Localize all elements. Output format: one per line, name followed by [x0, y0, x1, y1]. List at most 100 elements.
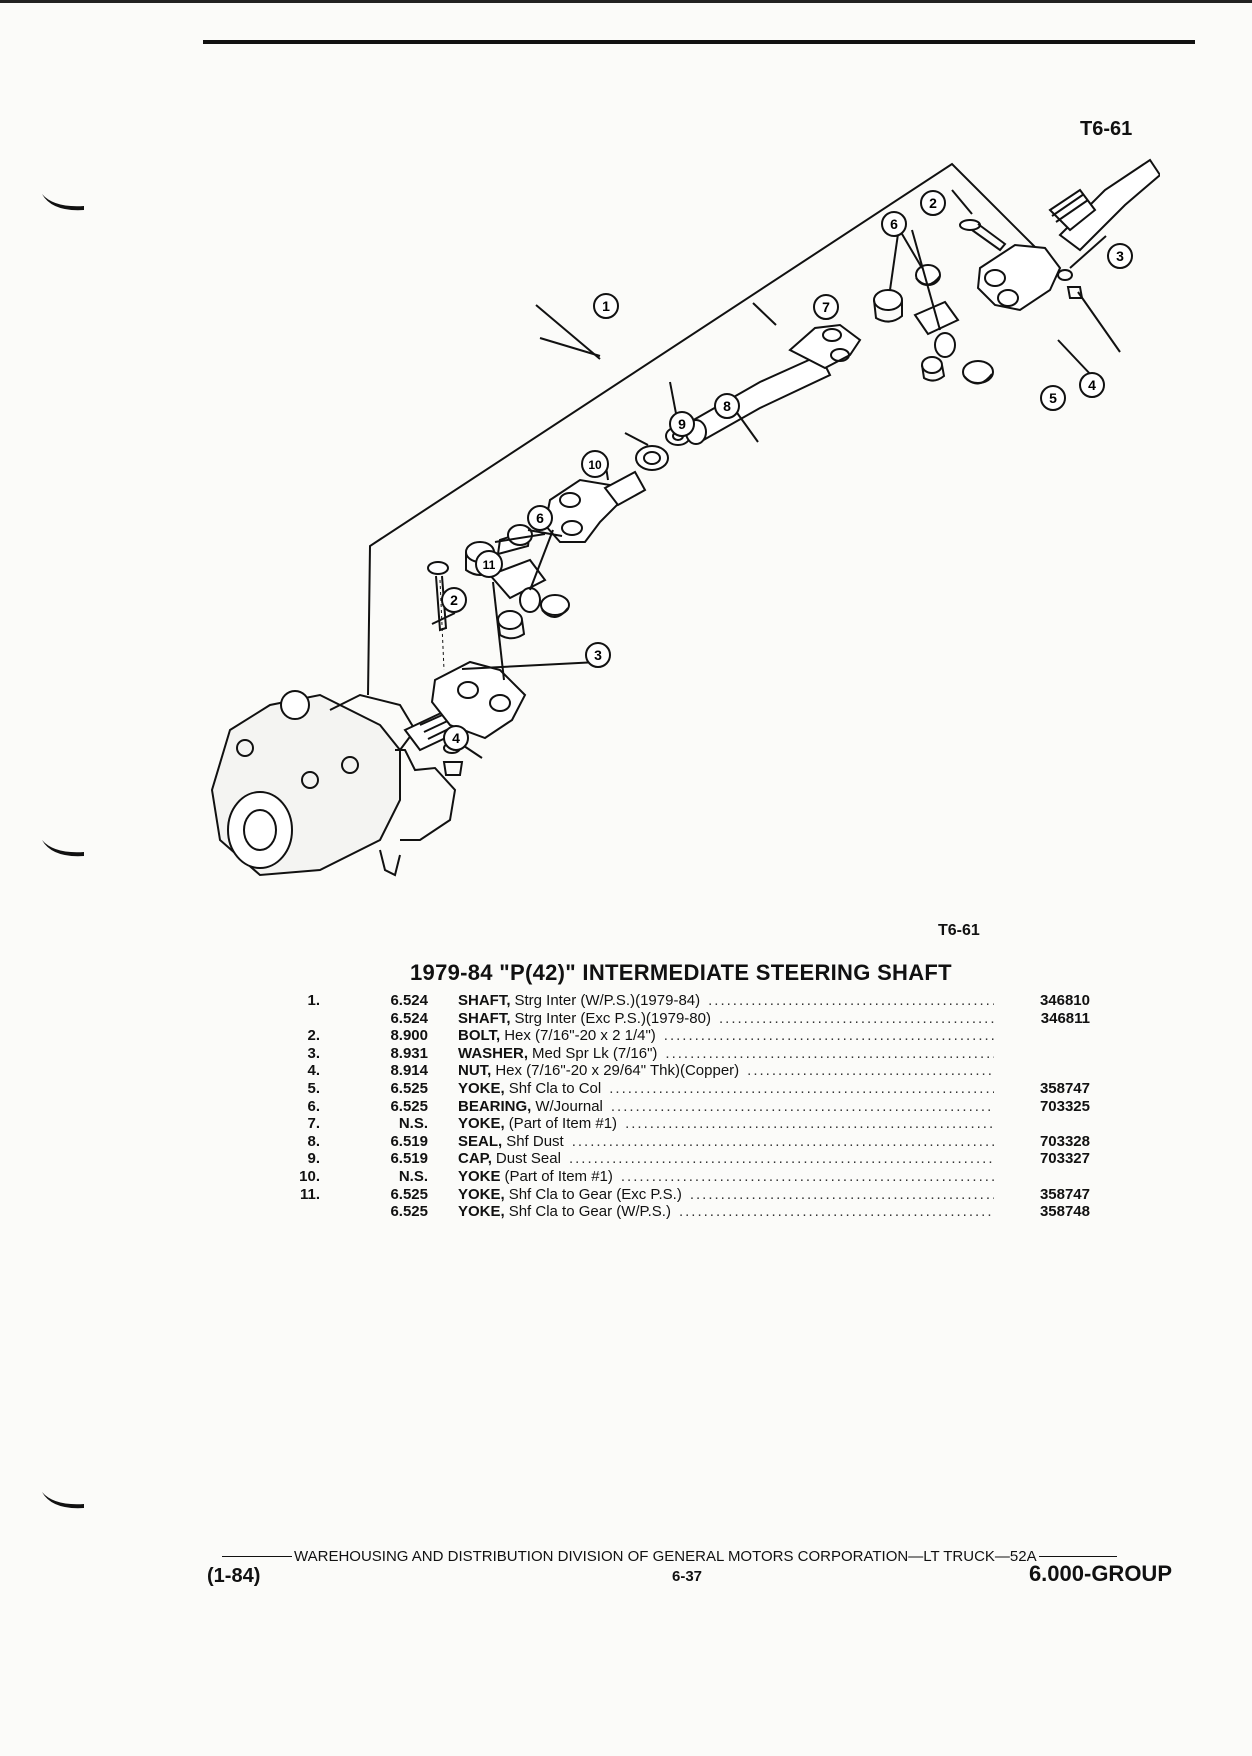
- callouts: 1 2 3 4 5 6 7 8 9 10 11 6 2 3 4: [441, 190, 1133, 751]
- svg-text:7: 7: [822, 299, 830, 315]
- item-number: 9.: [307, 1150, 320, 1168]
- column-shaft-drawing: [1048, 158, 1160, 252]
- dot-leader: [621, 1168, 994, 1186]
- svg-text:4: 4: [452, 730, 460, 746]
- dot-leader: [569, 1150, 994, 1168]
- svg-text:1: 1: [602, 298, 610, 314]
- part-detail: (Part of Item #1): [504, 1167, 613, 1185]
- callout-2-top: 2: [920, 190, 946, 216]
- part-number: 703328: [1039, 1132, 1090, 1150]
- part-name: CAP,: [458, 1150, 492, 1168]
- item-number: 2.: [307, 1027, 320, 1045]
- footer-date: (1-84): [207, 1565, 261, 1587]
- group-number: 6.525: [390, 1097, 428, 1115]
- part-number: 703325: [1039, 1097, 1090, 1115]
- part-name: BEARING,: [458, 1097, 532, 1115]
- svg-text:3: 3: [594, 647, 602, 663]
- part-name: SHAFT,: [458, 1009, 511, 1027]
- parts-row: 4. 8.914 NUT,Hex (7/16"-20 x 29/64" Thk)(C…: [270, 1062, 1090, 1080]
- group-number: 6.525: [390, 1203, 428, 1221]
- svg-text:10: 10: [588, 458, 602, 472]
- footer-division-text: WAREHOUSING AND DISTRIBUTION DIVISION OF…: [294, 1548, 1037, 1565]
- item-number: 3.: [307, 1044, 320, 1062]
- callout-4-bottom: 4: [443, 725, 469, 751]
- part-name: YOKE,: [458, 1185, 505, 1203]
- part-description: BEARING,W/Journal: [458, 1098, 994, 1116]
- middle-yoke-drawing: [543, 470, 647, 543]
- figure-id-bottom: T6-61: [938, 922, 980, 939]
- group-number: 6.524: [390, 992, 428, 1009]
- svg-text:5: 5: [1049, 390, 1057, 406]
- callout-1: 1: [593, 293, 619, 319]
- part-detail: (Part of Item #1): [508, 1115, 618, 1133]
- footer-group: 6.000-GROUP: [1028, 1561, 1172, 1586]
- footer-dash-right: [1038, 1556, 1117, 1557]
- dot-leader: [679, 1203, 994, 1221]
- callout-6-bottom: 6: [527, 505, 553, 531]
- dot-leader: [747, 1062, 994, 1080]
- part-description: YOKE,Shf Cla to Gear (Exc P.S.): [458, 1186, 994, 1204]
- group-number: 8.931: [390, 1044, 428, 1062]
- callout-6-top: 6: [881, 211, 907, 237]
- top-rule: [203, 40, 1195, 44]
- figure-id-top: T6-61: [1080, 118, 1133, 140]
- item-number: 11.: [299, 1185, 320, 1203]
- part-name: BOLT,: [458, 1027, 501, 1045]
- svg-text:11: 11: [483, 558, 496, 572]
- callout-3-top: 3: [1107, 243, 1133, 269]
- footer-page-number: 6-37: [672, 1568, 703, 1585]
- part-detail: Strg Inter (W/P.S.)(1979-84): [514, 992, 701, 1009]
- parts-row: 10.N.S.YOKE(Part of Item #1): [270, 1168, 1090, 1186]
- group-number: 6.519: [390, 1150, 428, 1168]
- part-description: YOKE,(Part of Item #1): [458, 1115, 994, 1133]
- part-description: SHAFT,Strg Inter (W/P.S.)(1979-84): [458, 992, 994, 1010]
- svg-text:3: 3: [1116, 248, 1124, 264]
- part-name: WASHER,: [458, 1044, 529, 1062]
- binder-hole-mark: [42, 194, 84, 211]
- item-number: 10.: [299, 1167, 320, 1185]
- dot-leader: [664, 1027, 994, 1045]
- upper-yoke-drawing: [959, 219, 1084, 312]
- part-detail: Shf Dust: [506, 1132, 564, 1150]
- item-number: 8.: [307, 1132, 320, 1150]
- svg-text:6: 6: [890, 216, 898, 232]
- part-detail: Shf Cla to Gear (Exc P.S.): [508, 1185, 682, 1203]
- item1-bracket: [367, 162, 1041, 696]
- dot-leader: [625, 1115, 994, 1133]
- item-number: 1.: [307, 992, 320, 1009]
- part-description: SEAL,Shf Dust: [458, 1133, 994, 1151]
- dot-leader: [611, 1098, 994, 1116]
- part-name: NUT,: [458, 1062, 492, 1080]
- item-number: 6.: [307, 1097, 320, 1115]
- part-detail: W/Journal: [535, 1097, 603, 1115]
- group-number: 6.525: [390, 1185, 428, 1203]
- dot-leader: [690, 1186, 994, 1204]
- dot-leader: [719, 1010, 994, 1028]
- group-number: 6.524: [390, 1009, 428, 1027]
- part-name: YOKE,: [458, 1203, 505, 1221]
- lower-ujoint-drawing: [465, 524, 570, 640]
- binder-hole-mark: [42, 1492, 84, 1509]
- item-number: 4.: [307, 1062, 320, 1080]
- part-number: 346811: [1040, 1009, 1090, 1027]
- callout-4-top: 4: [1079, 372, 1105, 398]
- part-description: YOKE(Part of Item #1): [458, 1168, 994, 1186]
- footer-division-line: WAREHOUSING AND DISTRIBUTION DIVISION OF…: [222, 1548, 1172, 1565]
- dot-leader: [665, 1045, 994, 1063]
- callout-8: 8: [714, 393, 740, 419]
- part-detail: Strg Inter (Exc P.S.)(1979-80): [514, 1009, 711, 1027]
- part-description: BOLT,Hex (7/16"-20 x 2 1/4"): [458, 1027, 994, 1045]
- dust-cap-drawing: [635, 445, 669, 471]
- callout-2-bottom: 2: [441, 587, 467, 613]
- part-detail: Med Spr Lk (7/16"): [532, 1044, 658, 1062]
- part-name: YOKE,: [458, 1115, 505, 1133]
- callout-3-bottom: 3: [585, 642, 611, 668]
- part-number: 358748: [1039, 1203, 1090, 1221]
- lower-yoke-drawing: [427, 561, 527, 776]
- part-detail: Hex (7/16"-20 x 29/64" Thk)(Copper): [495, 1062, 740, 1080]
- group-number: 8.914: [390, 1062, 428, 1080]
